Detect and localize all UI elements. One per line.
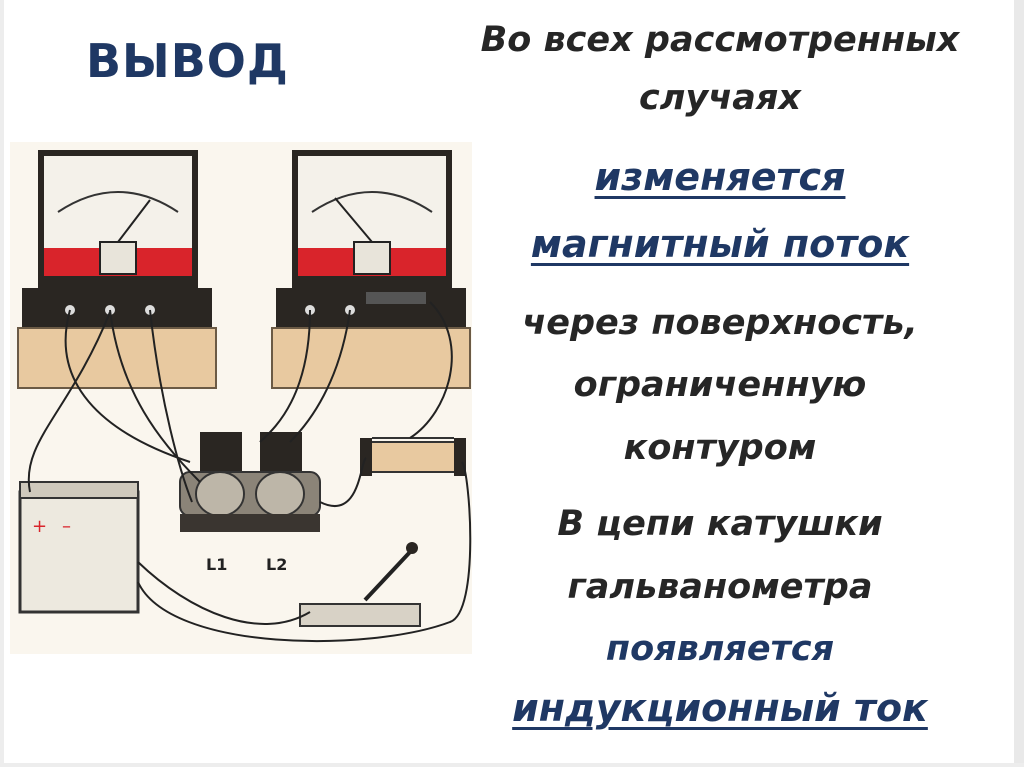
text-line-1: Во всех рассмотренных xyxy=(480,20,960,60)
wires-icon xyxy=(27,301,472,643)
slide-left-edge xyxy=(0,0,4,767)
slide-bottom-edge xyxy=(0,763,1024,767)
text-line-5: через поверхность, xyxy=(522,303,918,343)
text-line-6: ограниченную xyxy=(573,365,867,405)
highlight-appears: появляется xyxy=(605,629,835,669)
highlight-magnetic-flux: магнитный поток xyxy=(530,222,910,266)
text-line-8: В цепи катушки xyxy=(557,504,883,544)
text-line-2: случаях xyxy=(639,78,801,118)
slide-title: ВЫВОД xyxy=(86,34,289,88)
svg-text:+: + xyxy=(32,516,47,537)
highlight-induction-current: индукционный ток xyxy=(512,686,928,730)
voltmeter-icon xyxy=(17,150,217,389)
slide-right-edge xyxy=(1014,0,1024,767)
coils-icon xyxy=(179,432,321,532)
circuit-diagram: + – L1 L2 xyxy=(10,142,472,654)
text-line-9: гальванометра xyxy=(567,567,873,607)
coil-label-l1: L1 xyxy=(206,555,227,574)
text-line-7: контуром xyxy=(623,428,817,468)
highlight-changes: изменяется xyxy=(594,155,846,199)
switch-icon xyxy=(299,542,421,627)
coil-label-l2: L2 xyxy=(266,555,287,574)
svg-text:–: – xyxy=(62,516,71,537)
battery-icon: + – xyxy=(18,481,140,614)
